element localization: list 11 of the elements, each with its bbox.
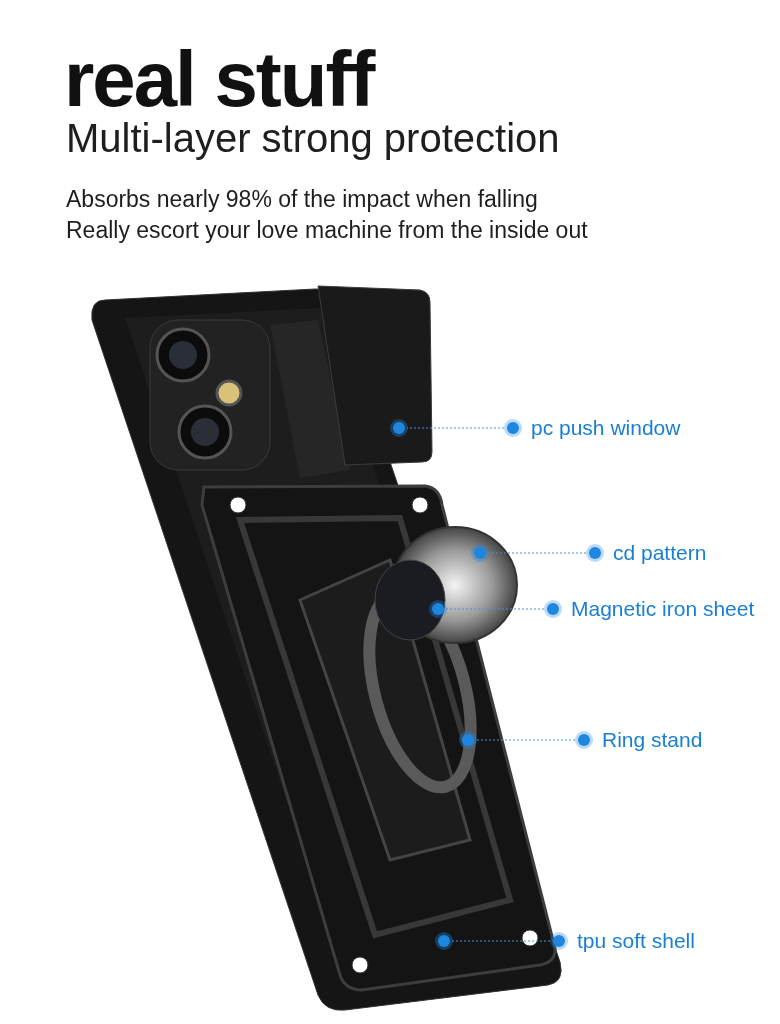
leader-line bbox=[475, 739, 576, 741]
description-text: Absorbs nearly 98% of the impact when falling bbox=[66, 186, 538, 213]
leader-line bbox=[487, 552, 587, 554]
callout-text: Magnetic iron sheet bbox=[571, 597, 755, 621]
callout-text: pc push window bbox=[531, 416, 681, 440]
callout-text: cd pattern bbox=[613, 541, 707, 565]
leader-line bbox=[406, 427, 505, 429]
leader-line bbox=[445, 608, 545, 610]
callout-text: Ring stand bbox=[602, 728, 703, 752]
callout-text: tpu soft shell bbox=[577, 929, 695, 953]
description-text: Really escort your love machine from the inside out bbox=[66, 217, 588, 244]
